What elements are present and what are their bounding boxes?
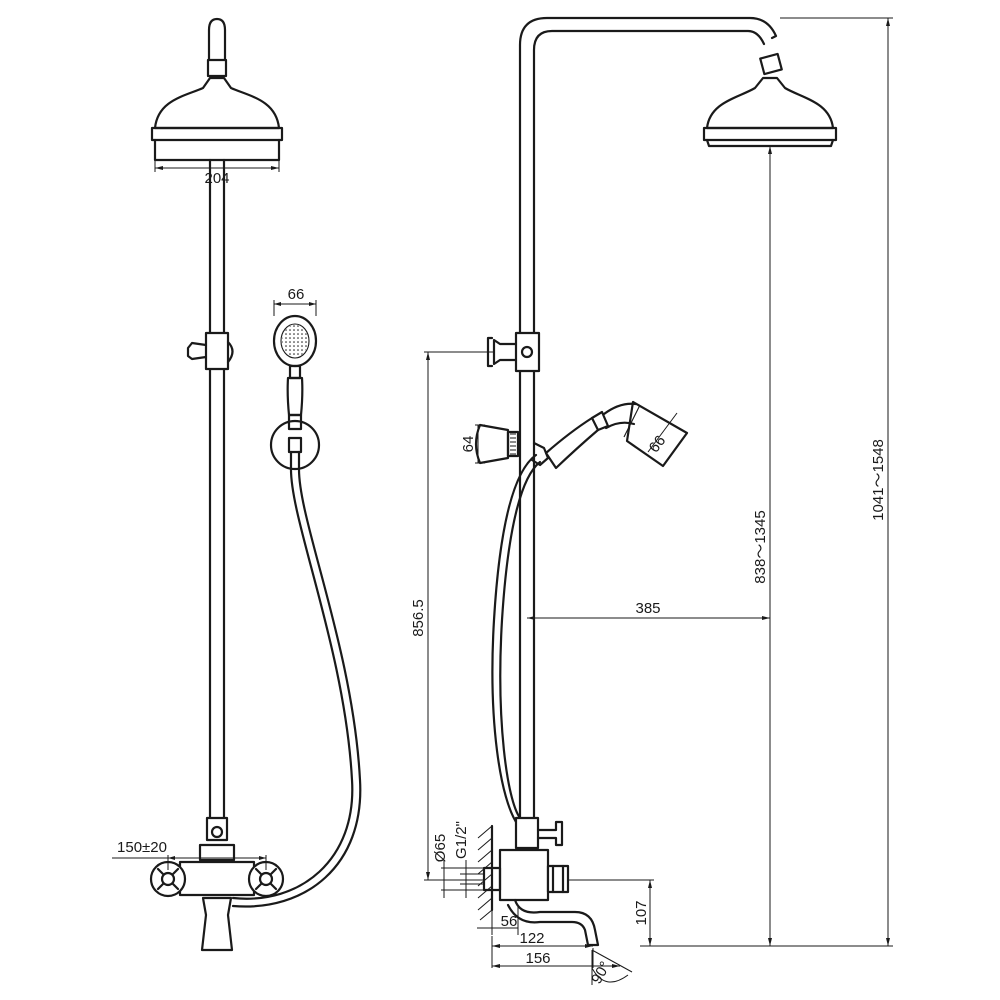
- front-view: 204 66 150±20: [112, 17, 362, 952]
- wall-hatch: [477, 824, 494, 921]
- holder-screw: [520, 345, 534, 359]
- hose-outer: [231, 466, 354, 900]
- dim-wall-spout: 56: [477, 905, 519, 935]
- dim-label: 156: [525, 950, 550, 967]
- holder-knob: [186, 341, 208, 361]
- showerhead-rim: [150, 126, 284, 142]
- slide-holder: [204, 331, 230, 371]
- dim-label: 1041～1548: [870, 439, 887, 521]
- dim-side-handshower: 66: [646, 412, 678, 456]
- riser-arm-inner: [532, 29, 766, 822]
- dim-thread: G1/2": [453, 821, 484, 898]
- hose-inner: [231, 466, 362, 908]
- bracket-base: [506, 430, 520, 458]
- dim-label: 856.5: [410, 599, 427, 637]
- riser-arm-outer: [518, 16, 778, 822]
- connector-nut: [206, 58, 228, 78]
- spout-column: [200, 896, 234, 952]
- dim-label: Ø65: [432, 834, 449, 862]
- side-diverter: [514, 816, 540, 850]
- dim-label: 150±20: [117, 839, 167, 856]
- mixer-body: [178, 860, 256, 897]
- dim-spout-reach: 122: [491, 930, 594, 968]
- side-showerhead-rim: [702, 126, 838, 142]
- mixer-top: [198, 843, 236, 862]
- right-handle: [247, 860, 285, 898]
- dim-holder-height: 856.5: [410, 351, 494, 881]
- dim-label: 56: [501, 913, 518, 930]
- dim-label: 64: [460, 436, 477, 453]
- dim-showerhead: 204: [154, 160, 280, 187]
- dim-arm-reach: 385: [527, 600, 770, 620]
- side-holder-knob: [492, 338, 518, 366]
- dim-spout-length: 156: [492, 950, 620, 968]
- diverter-knob: [210, 825, 224, 839]
- arm-nut: [759, 52, 783, 76]
- dim-center-distance: 150±20: [112, 839, 267, 870]
- spout: [506, 898, 600, 947]
- dim-escutcheon: Ø65: [432, 834, 484, 898]
- dim-label: 66: [646, 432, 670, 456]
- dim-label: 838～1345: [752, 510, 769, 583]
- dim-label: 204: [204, 170, 229, 187]
- dim-holder: 64: [460, 424, 485, 464]
- showerhead-dome: [153, 76, 281, 130]
- dim-showerhead-height: 838～1345: [752, 146, 772, 946]
- showerhead-face: [153, 138, 281, 162]
- dim-label: 66: [288, 286, 305, 303]
- side-view: 66 64 856.5 385 838～1345: [410, 16, 893, 987]
- diverter-lever: [536, 820, 564, 847]
- side-handle: [546, 864, 570, 894]
- dim-handshower: 66: [273, 286, 317, 316]
- wall-bracket: [474, 423, 510, 465]
- side-hose-outer: [491, 453, 538, 827]
- dim-spout-height: 107: [568, 879, 654, 946]
- dim-swivel-angle: 90°: [588, 949, 633, 987]
- dim-label: 107: [633, 900, 650, 925]
- dim-total-height: 1041～1548: [640, 17, 893, 947]
- handshower-side: [530, 400, 689, 470]
- side-showerhead-dome: [705, 76, 835, 130]
- left-handle: [149, 860, 187, 898]
- side-mixer: [498, 848, 550, 902]
- handshower-front: [269, 314, 321, 471]
- dim-label: 122: [519, 930, 544, 947]
- holder-clip: [226, 340, 234, 364]
- dim-label: G1/2": [453, 821, 470, 859]
- top-pipe: [207, 17, 227, 62]
- side-hose-inner: [499, 460, 542, 820]
- dim-label: 385: [635, 600, 660, 617]
